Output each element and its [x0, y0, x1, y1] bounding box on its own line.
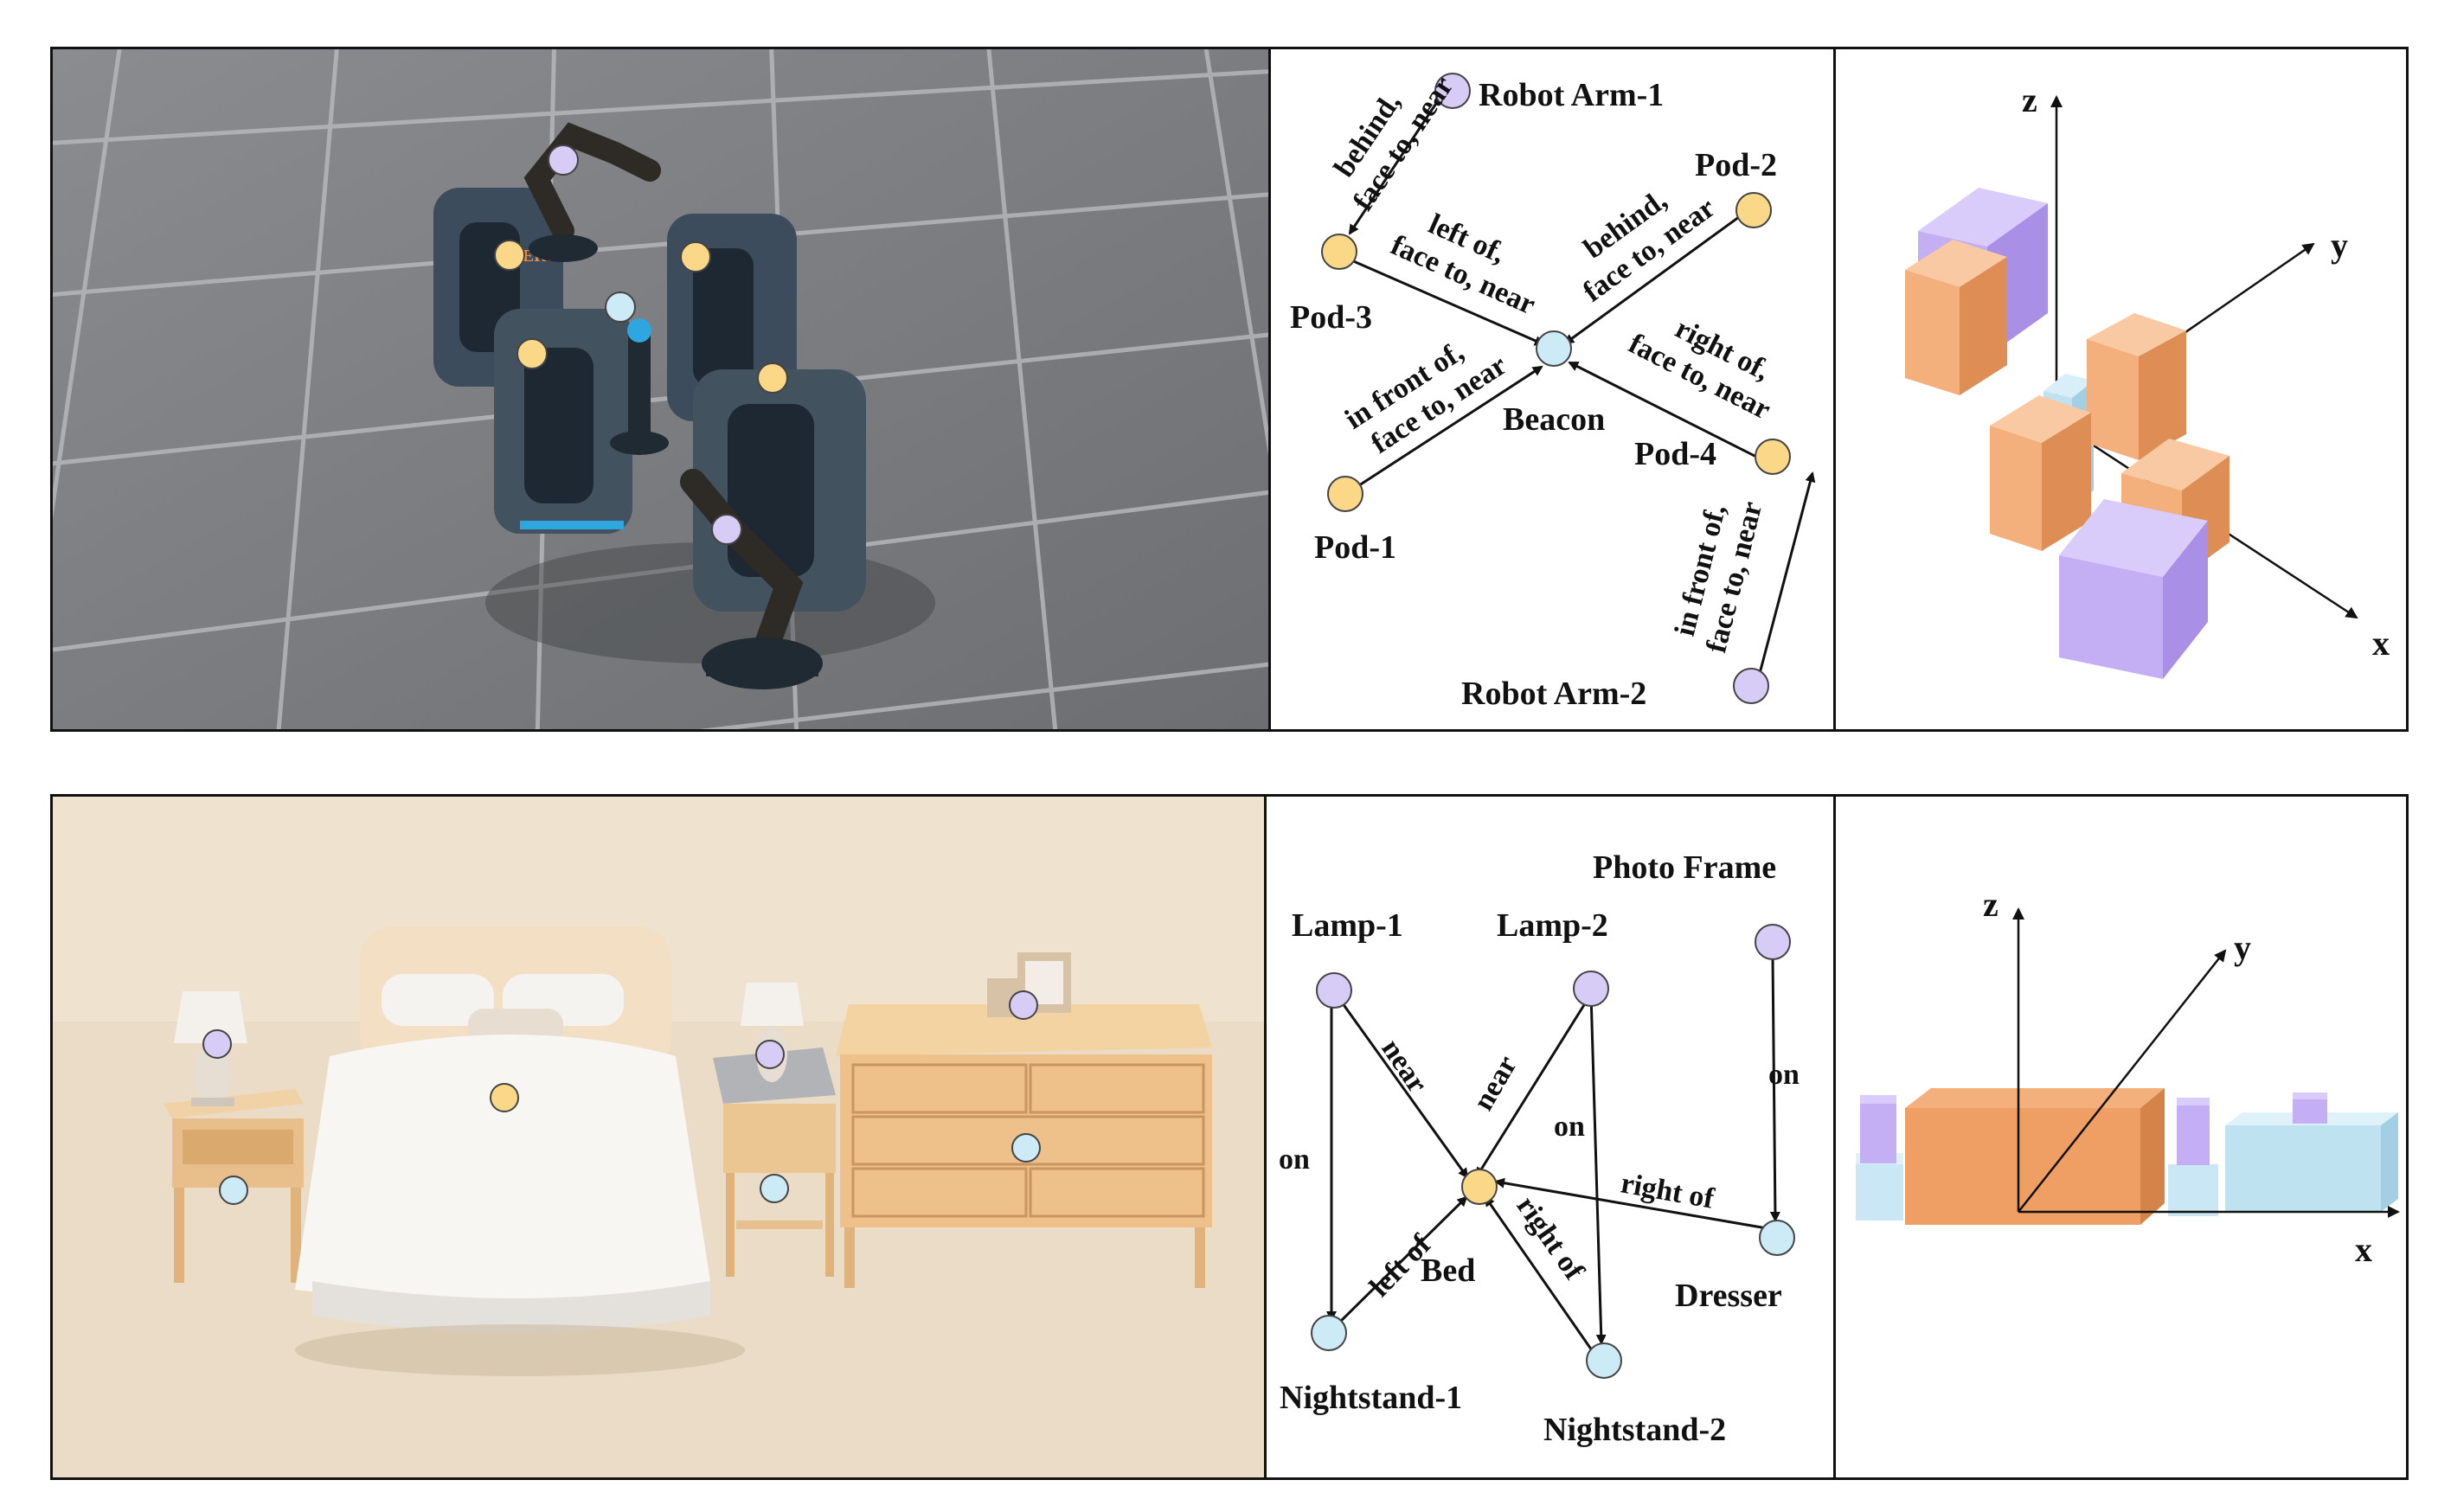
node-photo-frame: [1755, 924, 1791, 960]
axis-z-label: z: [2022, 80, 2037, 119]
label-robot-arm-2: Robot Arm-2: [1461, 676, 1646, 712]
label-pod-1: Pod-1: [1314, 529, 1396, 566]
axis-z-label: z: [1983, 885, 1999, 924]
box-robot-arm-2: [2059, 499, 2208, 679]
scene-2-edges: [1326, 956, 1780, 1354]
node-nightstand-1: [1311, 1315, 1347, 1351]
box-photo-frame: [2293, 1092, 2327, 1124]
node-pod-2: [1735, 192, 1772, 228]
edge-label-arm2-pod4: in front of, face to, near: [1669, 498, 1768, 656]
box-bed: [1905, 1088, 2165, 1225]
node-pod-1: [1327, 476, 1363, 512]
edge-label-lamp1-bed: near: [1375, 1034, 1434, 1099]
bed-object: [295, 926, 745, 1376]
box-dresser: [2225, 1112, 2398, 1212]
node-lamp-2: [1573, 971, 1609, 1007]
scene-1-row: ALERT: [50, 47, 2409, 732]
edge-label-pod3-beacon: left of, face to, near: [1386, 208, 1540, 322]
scene-2-axes: [2012, 907, 2400, 1218]
node-bed: [1461, 1169, 1498, 1205]
nightstand-1-object: [164, 1089, 304, 1283]
marker-pod-4: [757, 362, 788, 394]
edge-label-dresser-bed: right of: [1619, 1167, 1717, 1214]
edge-label-lamp2-bed: near: [1467, 1050, 1524, 1116]
label-lamp-2: Lamp-2: [1497, 907, 1608, 944]
marker-bed: [490, 1083, 519, 1112]
marker-nightstand-2: [760, 1174, 789, 1203]
edge-label-lamp1-nightstand1: on: [1279, 1144, 1310, 1176]
svg-text:right of: right of: [1619, 1167, 1717, 1214]
marker-robot-arm-1: [548, 144, 579, 176]
label-lamp-1: Lamp-1: [1292, 907, 1403, 944]
edge-label-pod2-beacon: behind, face to, near: [1577, 184, 1721, 309]
node-pod-4: [1755, 439, 1791, 475]
axis-x-label: x: [2372, 624, 2390, 663]
scene-2-render-image: [53, 797, 1264, 1477]
label-nightstand-1: Nightstand-1: [1280, 1380, 1462, 1416]
axis-y-label: y: [2234, 928, 2251, 967]
node-robot-arm-2: [1733, 668, 1769, 704]
box-pod-1: [1990, 395, 2091, 551]
label-pod-4: Pod-4: [1634, 436, 1716, 472]
edge-label-arm1-pod3: behind, face to, near: [1328, 71, 1460, 217]
scene-1-graph: Robot Arm-1 Pod-2 Pod-3 Beacon Pod-4 Pod…: [1271, 49, 1836, 729]
box-lamp-2: [2177, 1098, 2210, 1165]
svg-text:near: near: [1375, 1034, 1434, 1099]
robot-arm-1-object: [523, 122, 661, 262]
edge-label-nightstand2-bed: right of: [1510, 1190, 1590, 1286]
marker-lamp-2: [755, 1040, 785, 1069]
axis-x-label: x: [2355, 1230, 2372, 1269]
marker-beacon: [605, 292, 636, 323]
box-nightstand-2: [2168, 1164, 2218, 1216]
node-dresser: [1759, 1220, 1795, 1256]
node-nightstand-2: [1586, 1342, 1622, 1379]
node-lamp-1: [1316, 972, 1352, 1009]
label-pod-2: Pod-2: [1695, 147, 1777, 183]
scene-2-render: [53, 797, 1267, 1477]
node-robot-arm-1: [1434, 73, 1471, 109]
scene-1-edges: [1343, 93, 1816, 681]
label-photo-frame: Photo Frame: [1593, 849, 1776, 886]
svg-text:near: near: [1467, 1050, 1524, 1116]
label-beacon: Beacon: [1503, 401, 1605, 438]
marker-pod-1: [516, 338, 548, 369]
edge-label-pod4-beacon: right of, face to, near: [1624, 312, 1776, 426]
marker-pod-2: [680, 241, 711, 272]
svg-text:right of: right of: [1510, 1190, 1590, 1286]
scene-2-row: Photo Frame Lamp-1 Lamp-2 Bed Dresser Ni…: [50, 794, 2409, 1480]
beacon-object: [610, 318, 669, 455]
dresser-object: [836, 1004, 1212, 1288]
label-pod-3: Pod-3: [1290, 299, 1372, 336]
node-beacon: [1536, 330, 1572, 367]
scene-2-graph: Photo Frame Lamp-1 Lamp-2 Bed Dresser Ni…: [1267, 797, 1836, 1477]
label-nightstand-2: Nightstand-2: [1543, 1412, 1726, 1448]
axis-y-label: y: [2331, 226, 2348, 265]
floor: [53, 49, 1268, 729]
edge-label-lamp2-nightstand2: on: [1554, 1111, 1585, 1143]
marker-photo-frame: [1009, 990, 1038, 1020]
label-dresser: Dresser: [1675, 1278, 1782, 1314]
label-robot-arm-1: Robot Arm-1: [1479, 77, 1664, 113]
label-bed: Bed: [1421, 1253, 1475, 1289]
scene-1-render: ALERT: [53, 49, 1271, 729]
robot-arm-2-object: [680, 469, 823, 689]
marker-lamp-1: [202, 1029, 232, 1059]
pod-1-object: [494, 309, 632, 534]
marker-nightstand-1: [219, 1176, 248, 1205]
box-pod-2: [2087, 313, 2186, 460]
scene-1-render-image: ALERT: [53, 49, 1268, 729]
box-lamp-1: [1860, 1095, 1896, 1163]
scene-1-layout-3d: z y x: [1836, 49, 2406, 729]
scene-2-layout-3d: z y x: [1836, 797, 2406, 1477]
marker-robot-arm-2: [711, 514, 742, 545]
lamp-1-object: [174, 991, 247, 1106]
node-pod-3: [1321, 234, 1357, 270]
box-pod-3: [1905, 240, 2007, 395]
marker-dresser: [1011, 1133, 1041, 1163]
marker-pod-3: [494, 240, 525, 271]
edge-label-frame-dresser: on: [1768, 1059, 1800, 1091]
